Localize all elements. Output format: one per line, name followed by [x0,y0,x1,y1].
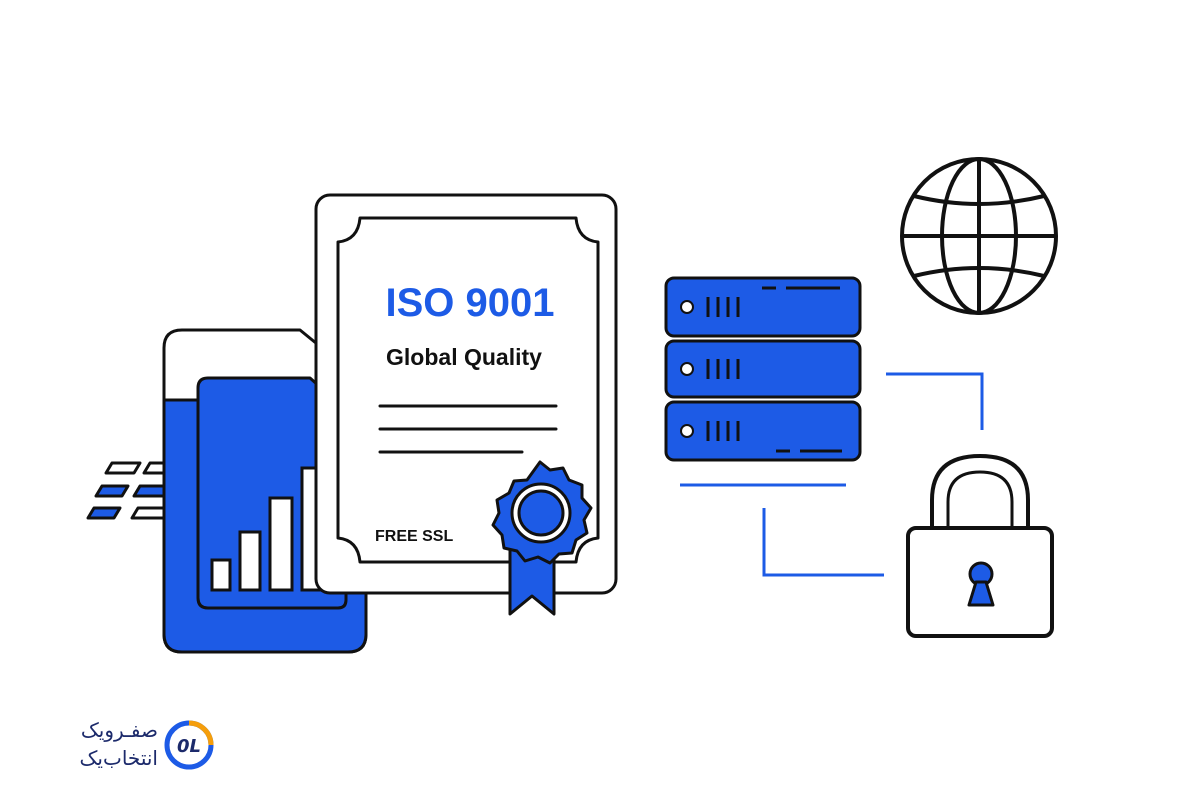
server-unit-2 [664,339,862,399]
certificate-text-lines [378,404,558,454]
padlock-icon [906,453,1054,638]
server-rack-icon [664,276,862,462]
globe-icon [900,157,1058,315]
server-unit-3 [664,400,862,462]
certificate-ssl-label: FREE SSL [375,528,453,545]
keyhole-icon [967,561,995,607]
logo-mark-letters: 0L [177,736,201,757]
logo-wordmark: صفـرویک انتخاب‌یک [80,716,158,772]
logo-line-2: انتخاب‌یک [79,746,158,770]
certificate-subtitle: Global Quality [386,344,542,370]
logo-line-1: صفـرویک [80,718,158,742]
server-unit-1 [664,276,862,338]
certificate-title: ISO 9001 [385,281,554,325]
logo-mark-icon: 0L [164,720,214,770]
brand-logo[interactable]: صفـرویک انتخاب‌یک 0L [30,712,220,782]
network-connector-lines [680,372,984,577]
award-seal-icon [491,460,593,616]
